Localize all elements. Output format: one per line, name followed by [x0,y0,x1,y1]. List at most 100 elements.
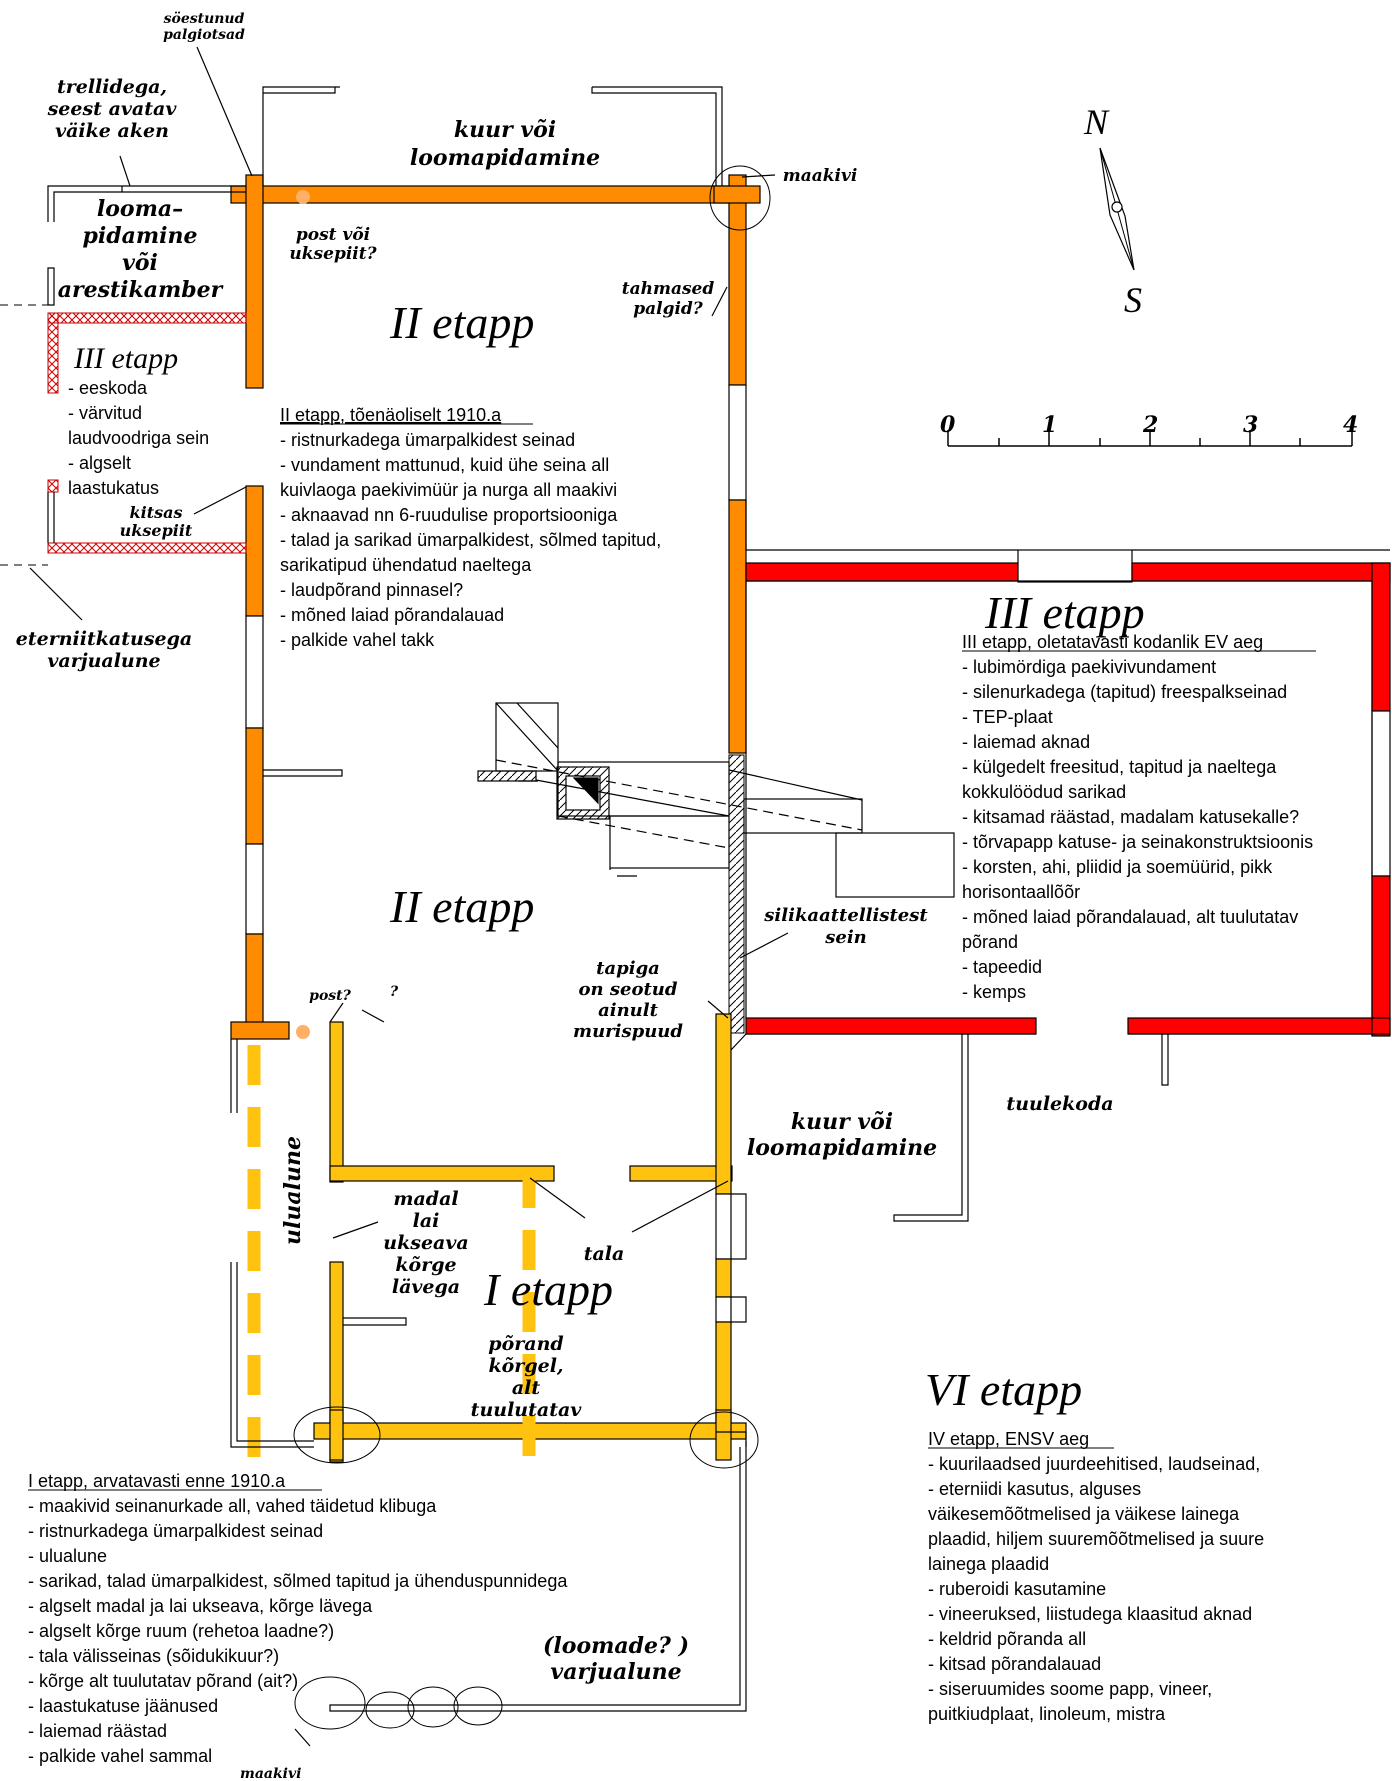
note-line: - silenurkadega (tapitud) freespalkseina… [962,682,1287,702]
stove-area [477,702,955,898]
note-line: - värvitud [68,403,142,423]
note-line: - eterniidi kasutus, alguses [928,1479,1141,1499]
compass-south: S [1124,280,1142,320]
stage1-dashed-beams [247,1045,536,1470]
note-line: põrand [962,932,1018,952]
note-line: - vineeruksed, liistudega klaasitud akna… [928,1604,1252,1624]
note-line: - korsten, ahi, pliidid ja soemüürid, pi… [962,857,1273,877]
note-line: - mõned laiad põrandalauad [280,605,504,625]
note-line: - palkide vahel sammal [28,1746,212,1766]
eave-dashes [0,304,48,566]
porch-outline [230,1039,747,1448]
note-line: horisontaallõõr [962,882,1080,902]
left-annex-outline [47,185,246,306]
label-ulualune: ulualune [280,1136,306,1245]
note-line: - maakivid seinanurkade all, vahed täide… [28,1496,437,1516]
notes-stage1: I etapp, arvatavasti enne 1910.a - maaki… [28,1471,568,1766]
note-line: - laiemad aknad [962,732,1090,752]
stage3-outline [745,500,1390,1036]
right-shed-outline [716,1033,1169,1447]
note-line: - mõned laiad põrandalauad, alt tuulutat… [962,907,1298,927]
note-line: - TEP-plaat [962,707,1053,727]
shed-outline-top [262,86,723,186]
compass-north: N [1083,102,1110,142]
stage1-partition [343,1317,407,1326]
leader-lines [29,46,789,1747]
stage3-left-hatch [47,312,247,554]
note-line: kuivlaoga paekivimüür ja nurga all maaki… [280,480,617,500]
note-line: - ruberoidi kasutamine [928,1579,1106,1599]
stage2-title-mid: II etapp [389,881,534,932]
note-line: - ulualune [28,1546,107,1566]
stage3-title-main: III etapp [984,587,1145,638]
note-line: - laastukatuse jäänused [28,1696,218,1716]
stage2-walls [230,174,761,1040]
note-line: plaadid, hiljem suuremõõtmelised ja suur… [928,1529,1264,1549]
notes-stage3-heading: III etapp, oletatavasti kodanlik EV aeg [962,632,1263,652]
label-loomade: (loomade? )varjualune [543,1633,689,1685]
note-line: - kitsad põrandalauad [928,1654,1101,1674]
note-line: kokkulöödud sarikad [962,782,1126,802]
label-q: ? [390,984,399,1000]
scale-tick-label: 1 [1042,412,1057,438]
note-line: - tõrvapapp katuse- ja seinakonstruktsio… [962,832,1313,852]
note-line: - kõrge alt tuulutatav põrand (ait?) [28,1671,298,1691]
note-line: sarikatipud ühendatud naeltega [280,555,532,575]
note-line: laudvoodriga sein [68,428,209,448]
notes-stage1-heading: I etapp, arvatavasti enne 1910.a [28,1471,286,1491]
notes-stage3-left: - eeskoda - värvitud laudvoodriga sein -… [68,378,209,498]
compass: N S [1083,102,1142,320]
note-line: - algselt madal ja lai ukseava, kõrge lä… [28,1596,373,1616]
note-line: - tapeedid [962,957,1042,977]
scale-bar [947,430,1353,447]
note-line: - ristnurkadega ümarpalkidest seinad [280,430,575,450]
note-line: - laiemad räästad [28,1721,167,1741]
note-line: väikesemõõtmelised ja väikese lainega [928,1504,1240,1524]
stage1-title: I etapp [483,1264,613,1315]
interior-partitions [263,769,343,777]
label-tuulekoda: tuulekoda [1006,1093,1113,1115]
scale-tick-label: 2 [1142,412,1158,438]
note-line: - ristnurkadega ümarpalkidest seinad [28,1521,323,1541]
stage1-walls [313,1013,747,1463]
note-line: puitkiudplaat, linoleum, mistra [928,1704,1166,1724]
note-line: - sarikad, talad ümarpalkidest, sõlmed t… [28,1571,568,1591]
note-line: - algselt kõrge ruum (rehetoa laadne?) [28,1621,334,1641]
stage6-title: VI etapp [925,1364,1082,1415]
note-line: - kitsamad räästad, madalam katusekalle? [962,807,1299,827]
scale-tick-label: 3 [1243,412,1258,438]
left-annex-lower-wall [47,492,55,543]
silicate-brick-wall [728,754,745,1034]
note-line: laastukatus [68,478,159,498]
note-line: - algselt [68,453,131,473]
foundation-stone-marks [293,165,771,1730]
note-line: - palkide vahel takk [280,630,435,650]
label-tala: tala [584,1243,625,1265]
scale-labels: 0 1 2 3 4 [940,412,1358,438]
note-line: - aknaavad nn 6-ruudulise proportsioonig… [280,505,618,525]
note-line: lainega plaadid [928,1554,1049,1574]
scale-tick-label: 0 [940,412,956,438]
stage3-title-left: III etapp [73,342,178,375]
notes-stage4-heading: IV etapp, ENSV aeg [928,1429,1089,1449]
note-line: - keldrid põranda all [928,1629,1086,1649]
note-line: - vundament mattunud, kuid ühe seina all [280,455,609,475]
notes-stage2: II etapp, tõenäoliselt 1910.a - ristnurk… [280,405,661,650]
post-marker-top [296,190,310,204]
scale-tick-label: 4 [1343,412,1358,438]
notes-stage2-heading: II etapp, tõenäoliselt 1910.a [280,405,502,425]
note-line: - kuurilaadsed juurdeehitised, laudseina… [928,1454,1260,1474]
post-marker-bottom [296,1025,310,1039]
stage2-title-top: II etapp [389,297,534,348]
note-line: - siseruumides soome papp, vineer, [928,1679,1212,1699]
